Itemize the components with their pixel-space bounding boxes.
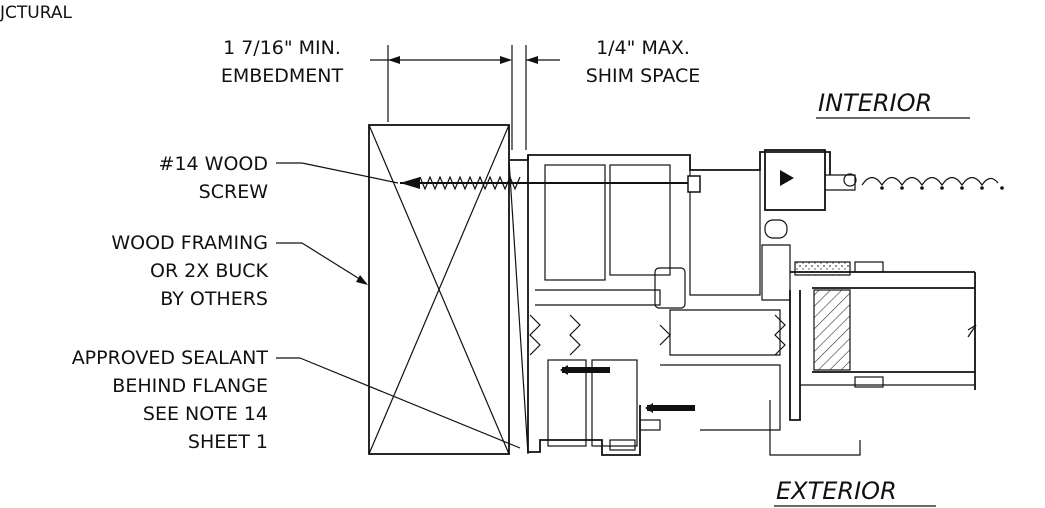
interior-label: INTERIOR <box>818 89 932 117</box>
frame-screw-1 <box>560 365 610 375</box>
shim-line1: 1/4" MAX. <box>596 37 690 59</box>
framing-line3: BY OTHERS <box>160 288 268 310</box>
sealant-line3: SEE NOTE 14 <box>143 403 268 425</box>
framing-line1: WOOD FRAMING <box>111 232 268 254</box>
screw-line1: #14 WOOD <box>159 153 268 175</box>
frame-screw-2 <box>645 403 695 413</box>
insulated-glass-unit <box>790 261 977 390</box>
header-text: JCTURAL <box>0 3 72 23</box>
sealant-line1: APPROVED SEALANT <box>72 347 269 369</box>
screw-line2: SCREW <box>199 181 269 203</box>
sealant-line2: BEHIND FLANGE <box>112 375 268 397</box>
embedment-dimension: 1 7/16" MIN. EMBEDMENT <box>221 37 513 150</box>
window-frame-profile <box>510 151 861 456</box>
embedment-line2: EMBEDMENT <box>221 65 344 87</box>
sealant-line4: SHEET 1 <box>188 431 268 453</box>
sealant-callout: APPROVED SEALANT BEHIND FLANGE SEE NOTE … <box>72 347 521 453</box>
wood-framing-block <box>368 124 510 455</box>
screw-callout: #14 WOOD SCREW <box>159 153 399 203</box>
exterior-label: EXTERIOR <box>776 477 897 505</box>
embedment-line1: 1 7/16" MIN. <box>223 37 341 59</box>
wood-screw <box>400 175 701 193</box>
framing-line2: OR 2X BUCK <box>150 260 269 282</box>
shim-dimension: 1/4" MAX. SHIM SPACE <box>525 37 701 150</box>
shim-line <box>508 159 529 455</box>
interior-trim <box>764 149 1004 211</box>
framing-callout: WOOD FRAMING OR 2X BUCK BY OTHERS <box>111 232 368 310</box>
shim-line2: SHIM SPACE <box>586 65 701 87</box>
